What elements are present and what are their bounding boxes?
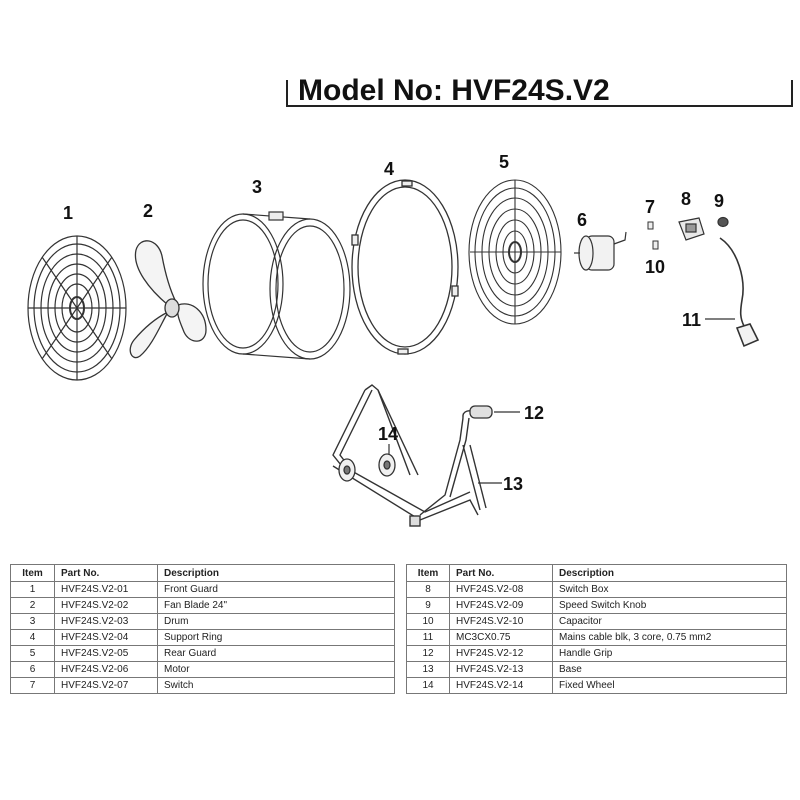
motor-drawing xyxy=(574,231,627,271)
part-no-cell: HVF24S.V2-06 xyxy=(54,661,158,678)
part-no-cell: HVF24S.V2-14 xyxy=(449,677,553,694)
item-cell: 2 xyxy=(10,597,55,614)
callout-5: 5 xyxy=(499,152,509,172)
item-cell: 3 xyxy=(10,613,55,630)
callout-1: 1 xyxy=(63,203,73,223)
base-frame-drawing xyxy=(332,384,492,527)
part-no-cell: MC3CX0.75 xyxy=(449,629,553,646)
callout-3: 3 xyxy=(252,177,262,197)
part-no-cell: HVF24S.V2-08 xyxy=(449,581,553,598)
description-cell: Front Guard xyxy=(157,581,395,598)
table-row: 1 HVF24S.V2-01 Front Guard xyxy=(10,581,395,598)
callout-12: 12 xyxy=(524,403,544,423)
description-cell: Drum xyxy=(157,613,395,630)
fan-blade-drawing xyxy=(129,240,207,359)
part-no-cell: HVF24S.V2-02 xyxy=(54,597,158,614)
table-row: 10 HVF24S.V2-10 Capacitor xyxy=(406,613,787,630)
item-cell: 5 xyxy=(10,645,55,662)
table-row: 13 HVF24S.V2-13 Base xyxy=(406,661,787,678)
callout-9: 9 xyxy=(714,191,724,211)
drum-drawing xyxy=(202,211,351,360)
description-cell: Fan Blade 24" xyxy=(157,597,395,614)
item-cell: 10 xyxy=(406,613,450,630)
item-cell: 14 xyxy=(406,677,450,694)
table-header-row: Item Part No. Description xyxy=(10,564,395,582)
table-row: 11 MC3CX0.75 Mains cable blk, 3 core, 0.… xyxy=(406,629,787,646)
item-cell: 12 xyxy=(406,645,450,662)
description-cell: Rear Guard xyxy=(157,645,395,662)
table-row: 7 HVF24S.V2-07 Switch xyxy=(10,677,395,694)
part-no-cell: HVF24S.V2-05 xyxy=(54,645,158,662)
mains-cable-drawing xyxy=(705,237,760,348)
description-cell: Switch xyxy=(157,677,395,694)
speed-switch-knob-drawing xyxy=(717,216,729,228)
parts-table-right: Item Part No. Description 8 HVF24S.V2-08… xyxy=(406,564,787,694)
part-no-cell: HVF24S.V2-12 xyxy=(449,645,553,662)
leader-lines xyxy=(388,411,520,484)
exploded-parts-diagram: Model No: HVF24S.V2 xyxy=(27,74,793,527)
part-no-cell: HVF24S.V2-03 xyxy=(54,613,158,630)
front-guard-drawing xyxy=(27,235,127,381)
header-item: Item xyxy=(10,564,55,582)
callout-6: 6 xyxy=(577,210,587,230)
table-row: 2 HVF24S.V2-02 Fan Blade 24" xyxy=(10,597,395,614)
table-row: 5 HVF24S.V2-05 Rear Guard xyxy=(10,645,395,662)
callout-7: 7 xyxy=(645,197,655,217)
model-title: Model No: HVF24S.V2 xyxy=(298,74,610,107)
description-cell: Handle Grip xyxy=(552,645,787,662)
item-cell: 9 xyxy=(406,597,450,614)
item-cell: 4 xyxy=(10,629,55,646)
description-cell: Fixed Wheel xyxy=(552,677,787,694)
parts-table-left: Item Part No. Description 1 HVF24S.V2-01… xyxy=(10,564,395,694)
callout-2: 2 xyxy=(143,201,153,221)
part-no-cell: HVF24S.V2-09 xyxy=(449,597,553,614)
table-row: 6 HVF24S.V2-06 Motor xyxy=(10,661,395,678)
header-item: Item xyxy=(406,564,450,582)
handle-grip-drawing xyxy=(469,405,493,419)
table-row: 14 HVF24S.V2-14 Fixed Wheel xyxy=(406,677,787,694)
description-cell: Switch Box xyxy=(552,581,787,598)
callout-13: 13 xyxy=(503,474,523,494)
callout-10: 10 xyxy=(645,257,665,277)
model-title-box: Model No: HVF24S.V2 xyxy=(286,74,793,107)
table-row: 4 HVF24S.V2-04 Support Ring xyxy=(10,629,395,646)
table-row: 3 HVF24S.V2-03 Drum xyxy=(10,613,395,630)
fixed-wheel-drawing xyxy=(338,453,396,482)
part-no-cell: HVF24S.V2-04 xyxy=(54,629,158,646)
table-row: 12 HVF24S.V2-12 Handle Grip xyxy=(406,645,787,662)
item-cell: 13 xyxy=(406,661,450,678)
description-cell: Capacitor xyxy=(552,613,787,630)
callout-11: 11 xyxy=(682,310,701,330)
description-cell: Base xyxy=(552,661,787,678)
item-cell: 8 xyxy=(406,581,450,598)
item-cell: 1 xyxy=(10,581,55,598)
description-cell: Speed Switch Knob xyxy=(552,597,787,614)
header-description: Description xyxy=(552,564,787,582)
rear-guard-drawing xyxy=(468,179,562,325)
description-cell: Motor xyxy=(157,661,395,678)
support-ring-drawing xyxy=(351,179,459,355)
part-no-cell: HVF24S.V2-13 xyxy=(449,661,553,678)
item-cell: 6 xyxy=(10,661,55,678)
item-cell: 11 xyxy=(406,629,450,646)
callout-14: 14 xyxy=(378,424,398,444)
table-header-row: Item Part No. Description xyxy=(406,564,787,582)
switch-drawing xyxy=(647,221,654,230)
part-no-cell: HVF24S.V2-01 xyxy=(54,581,158,598)
table-row: 9 HVF24S.V2-09 Speed Switch Knob xyxy=(406,597,787,614)
header-part-no: Part No. xyxy=(449,564,553,582)
part-no-cell: HVF24S.V2-10 xyxy=(449,613,553,630)
header-description: Description xyxy=(157,564,395,582)
capacitor-drawing xyxy=(652,240,659,250)
switch-box-drawing xyxy=(678,217,705,241)
item-cell: 7 xyxy=(10,677,55,694)
description-cell: Mains cable blk, 3 core, 0.75 mm2 xyxy=(552,629,787,646)
callout-8: 8 xyxy=(681,189,691,209)
table-row: 8 HVF24S.V2-08 Switch Box xyxy=(406,581,787,598)
part-no-cell: HVF24S.V2-07 xyxy=(54,677,158,694)
description-cell: Support Ring xyxy=(157,629,395,646)
callout-4: 4 xyxy=(384,159,394,179)
header-part-no: Part No. xyxy=(54,564,158,582)
